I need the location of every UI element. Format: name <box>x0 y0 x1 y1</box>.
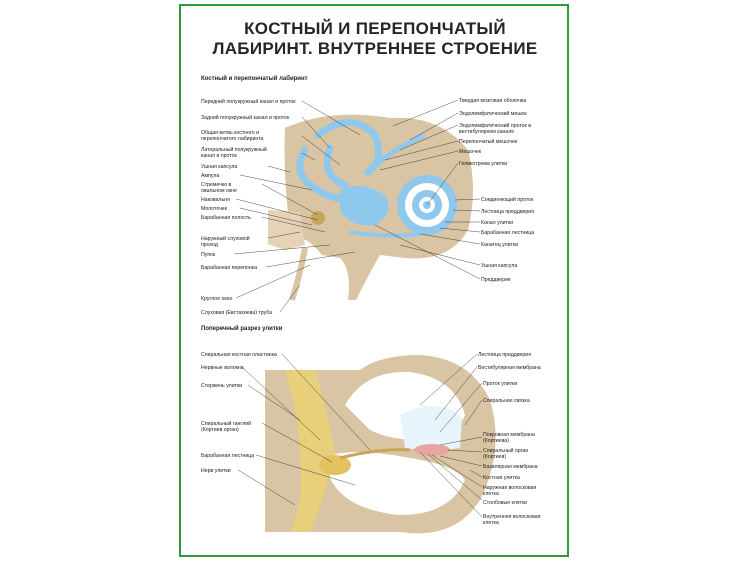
label-common-crus-1: Общая ветвь костного и <box>201 130 259 136</box>
section-title-labyrinth: Костный и перепончатый лабиринт <box>201 76 308 82</box>
label-inner-hair-cell-2: клетка <box>483 520 499 526</box>
endolymphatic-duct <box>363 132 426 177</box>
label-endolymphatic-duct-1: Эндолимфатический проток в <box>459 122 531 129</box>
leader-lines-upper <box>233 99 481 313</box>
organ-of-corti <box>414 444 450 456</box>
section-title-cochlea-section: Поперечный разрез улитки <box>201 326 283 332</box>
cochlear-duct-base <box>349 230 421 238</box>
label-ear-canal-1: Наружный слуховой <box>201 235 250 242</box>
label-vestibular-membrane: Вестибулярная мембрана <box>478 365 541 371</box>
label-scala-vestibuli-lower: Лестница преддверия <box>478 352 531 358</box>
label-outer-hair-cell-2: клетка <box>483 491 499 497</box>
label-basilar-membrane: Базилярная мембрана <box>483 464 538 470</box>
label-organ-of-corti-2: (Кортиев) <box>483 454 506 460</box>
label-lateral-canal-2: канал и проток <box>201 153 237 159</box>
label-spiral-ganglion-2: (Кортиев орган) <box>201 427 239 433</box>
label-organ-of-corti-1: Спиральный орган <box>483 447 528 454</box>
label-saccule: Мешочек <box>459 149 482 155</box>
label-umbo: Пупок <box>201 252 216 258</box>
label-pillar-cells: Столбовые клетки <box>483 500 527 506</box>
label-malleus: Молоточек <box>201 206 228 212</box>
labels-cochlea-left: Спиральная костная пластинка Нервные вол… <box>201 352 277 474</box>
label-tectorial-membrane-2: (Кортиева) <box>483 438 509 444</box>
label-posterior-canal: Задний полукружный канал и проток <box>201 114 290 121</box>
label-otic-capsule: Ушная капсула <box>201 164 237 170</box>
label-scala-vestibuli: Лестница преддверия <box>481 209 534 215</box>
label-outer-hair-cell-1: Наружная волосковая <box>483 485 536 491</box>
spiral-ganglion <box>319 455 351 475</box>
label-spiral-ligament: Спиральная связка <box>483 398 530 404</box>
label-incus: Наковальня <box>201 197 230 203</box>
label-otic-capsule-right: Ушная капсула <box>481 263 517 269</box>
label-tectorial-membrane-1: Покровная мембрана <box>483 432 535 438</box>
label-cochlear-nerve: Нерв улитки <box>201 468 231 474</box>
label-scala-tympani: Барабанная лестница <box>481 230 534 236</box>
label-helicotrema: Геликотрема улитки <box>459 161 507 167</box>
label-ear-canal-2: проход <box>201 242 218 248</box>
label-stapes-2: овальном окне <box>201 188 237 194</box>
label-cochlear-canaliculus: Канатец улитки <box>481 242 518 248</box>
label-dura-mater: Твердая мозговая оболочка <box>459 98 526 104</box>
label-endolymphatic-duct-2: вестибулярном канале <box>459 129 514 135</box>
label-inner-hair-cell-1: Внутренняя волосковая <box>483 514 541 520</box>
label-vestibule: Преддверие <box>481 277 511 283</box>
label-tympanic-membrane: Барабанная перепонка <box>201 265 257 271</box>
poster-title-line-2: ЛАБИРИНТ. ВНУТРЕННЕЕ СТРОЕНИЕ <box>212 39 538 58</box>
modiolus-nerve <box>285 370 335 532</box>
label-common-crus-2: перепончатого лабиринта <box>201 136 264 142</box>
label-cochlear-duct: Канал улитки <box>481 220 513 226</box>
label-osseous-spiral-lamina: Спиральная костная пластинка <box>201 352 277 358</box>
label-spiral-ganglion-1: Спиральный ганглий <box>201 420 251 427</box>
labels-labyrinth-left: Передний полукружный канал и проток Задн… <box>201 98 296 316</box>
label-eustachian-tube: Слуховая (Евстахиева) труба <box>201 310 272 316</box>
scala-tympani <box>330 452 465 515</box>
spiral-lamina <box>339 448 411 460</box>
label-cochlear-duct-lower: Проток улитки <box>483 381 517 387</box>
label-endolymphatic-sac: Эндолимфатический мешок <box>459 110 527 117</box>
labels-cochlea-right: Лестница преддверия Вестибулярная мембра… <box>478 352 541 526</box>
label-stapes-1: Стремечко в <box>201 182 232 188</box>
label-scala-tympani-lower: Барабанная лестница <box>201 453 254 459</box>
label-tympanic-cavity: Барабанная полость <box>201 215 251 221</box>
eustachian-tube <box>289 247 308 301</box>
label-ductus-reuniens: Соединяющий проток <box>481 196 534 203</box>
ossicles <box>311 211 325 225</box>
label-nerve-fibers: Нервные волокна <box>201 365 244 371</box>
cochlear-duct-section <box>400 405 462 450</box>
leader-lines-lower <box>237 353 483 518</box>
poster-title-line-1: КОСТНЫЙ И ПЕРЕПОНЧАТЫЙ <box>244 19 506 38</box>
label-modiolus: Стержень улитки <box>201 383 242 389</box>
label-lateral-canal-1: Латеральный полукружный <box>201 146 267 153</box>
cochlea-section-illustration <box>265 355 496 534</box>
vestibule <box>340 186 389 226</box>
label-anterior-canal: Передний полукружный канал и проток <box>201 98 296 105</box>
labels-labyrinth-right: Твердая мозговая оболочка Эндолимфатичес… <box>459 98 534 283</box>
labyrinth-illustration <box>268 114 473 301</box>
ear-canal-bone <box>268 210 305 250</box>
label-utricle: Перепончатый мешочек <box>459 138 518 145</box>
label-ampulla: Ампула <box>201 173 219 179</box>
label-round-window: Круглое окно <box>201 296 233 302</box>
label-bony-cochlea: Костная улитка <box>483 475 520 481</box>
